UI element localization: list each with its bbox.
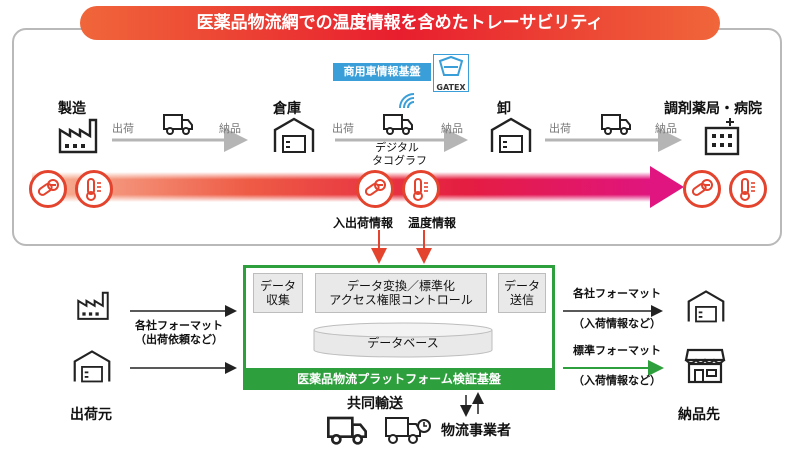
source-label: 出荷元 <box>70 407 112 423</box>
right-standard-format: 標準フォーマット （入荷情報など） <box>573 344 661 387</box>
thermometer-icon <box>402 170 440 208</box>
medicine-icon <box>683 170 721 208</box>
truck-icon <box>325 414 369 446</box>
ship-label: 出荷 <box>549 122 571 135</box>
gatex-label: 商用車情報基盤 <box>333 63 431 81</box>
shipping-info-label: 入出荷情報 <box>333 216 394 230</box>
thermometer-icon <box>729 170 767 208</box>
deliver-label: 納品 <box>655 122 677 135</box>
gatex-logo: GATEX <box>433 54 469 92</box>
data-send-box: データ送信 <box>498 273 546 313</box>
medicine-icon <box>356 170 394 208</box>
ship-label: 出荷 <box>332 122 354 135</box>
ship-label: 出荷 <box>112 122 134 135</box>
warehouse-icon <box>489 116 533 154</box>
node-manufacturing: 製造 <box>58 101 86 117</box>
signal-icon <box>398 92 416 110</box>
deliver-label: 納品 <box>219 122 241 135</box>
title-banner: 医薬品物流網での温度情報を含めたトレーサビリティ <box>80 6 720 40</box>
warehouse-icon <box>272 116 316 154</box>
store-icon <box>684 346 726 384</box>
node-warehouse: 倉庫 <box>273 101 301 117</box>
gatex-logo-text: GATEX <box>436 83 466 92</box>
temperature-info-label: 温度情報 <box>408 216 457 230</box>
warehouse-icon <box>72 348 112 384</box>
factory-icon <box>75 288 111 322</box>
thermometer-icon <box>75 170 113 208</box>
destination-label: 納品先 <box>678 407 720 423</box>
database-cylinder <box>313 322 493 358</box>
truck-icon <box>382 112 414 136</box>
deliver-label: 納品 <box>441 122 463 135</box>
left-format-label: 各社フォーマット （出荷依頼など） <box>135 319 223 346</box>
digital-tachograph-label: デジタル タコグラフ <box>372 141 427 167</box>
truck-icon <box>162 112 194 136</box>
medicine-icon <box>29 170 67 208</box>
factory-icon <box>56 116 100 154</box>
logistics-company-label: 物流事業者 <box>441 423 511 439</box>
data-collect-box: データ収集 <box>253 273 303 313</box>
ribbon-arrowhead <box>650 166 684 208</box>
node-pharmacy-hospital: 調剤薬局・病院 <box>664 101 762 117</box>
truck-icon <box>600 112 632 136</box>
joint-transport-label: 共同輸送 <box>347 396 403 412</box>
platform-name: 医薬品物流プラットフォーム検証基盤 <box>243 368 555 390</box>
hospital-icon <box>700 116 744 156</box>
node-wholesaler: 卸 <box>497 101 511 117</box>
database-label: データベース <box>367 336 439 350</box>
traceability-ribbon <box>32 172 652 202</box>
truck-clock-icon <box>384 414 432 446</box>
right-company-format: 各社フォーマット （入荷情報など） <box>573 287 661 330</box>
data-convert-box: データ変換／標準化アクセス権限コントロール <box>315 273 487 313</box>
warehouse-icon <box>686 288 726 324</box>
